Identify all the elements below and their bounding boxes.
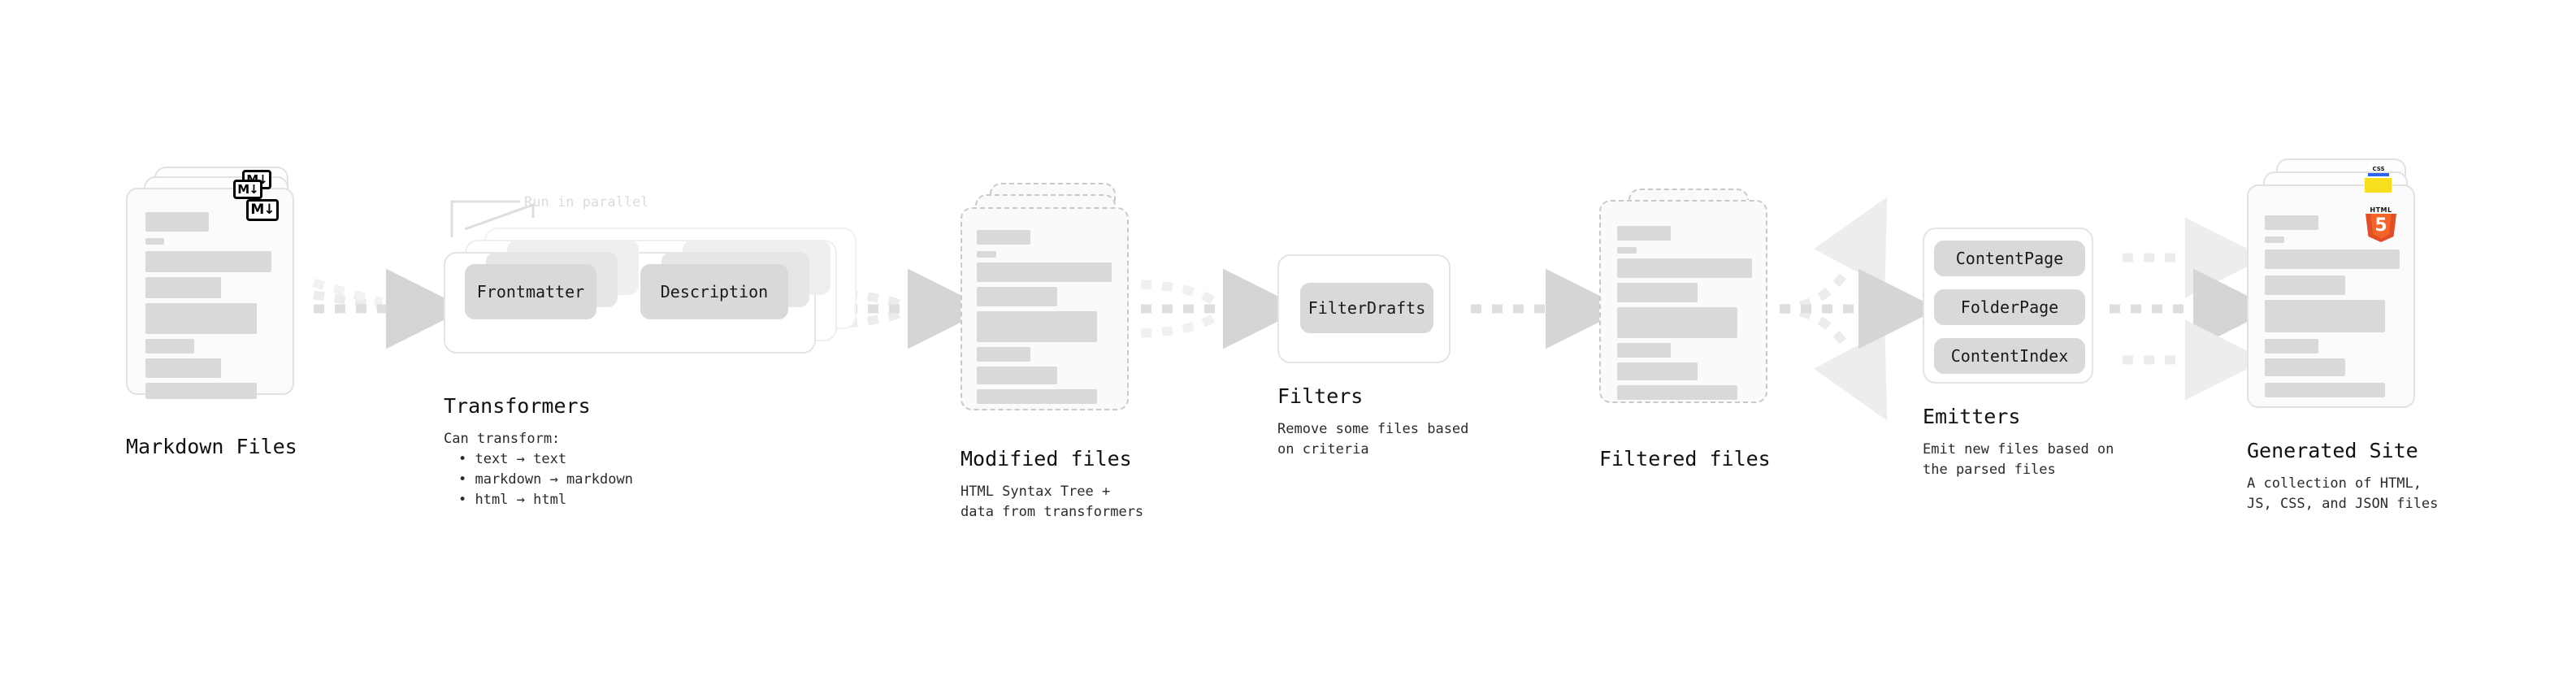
skeleton-line	[2265, 300, 2385, 332]
connector-markdown-to-transformers	[312, 268, 466, 349]
file-card-front	[1599, 200, 1767, 403]
skeleton-line	[1617, 226, 1671, 241]
transformers-bullet-0: • text → text	[458, 451, 567, 467]
skeleton-line	[977, 262, 1112, 282]
markdown-icon-label: M↓	[237, 181, 258, 197]
stage-title-markdown-files: Markdown Files	[126, 435, 297, 458]
html5-icon-number: 5	[2374, 215, 2387, 236]
stage-title-filters: Filters	[1277, 384, 1364, 408]
skeleton-line	[145, 238, 164, 245]
transformer-pill-frontmatter[interactable]: Frontmatter	[465, 264, 596, 319]
transformer-pill-description[interactable]: Description	[640, 264, 788, 319]
filter-pill-label: FilterDrafts	[1308, 298, 1426, 318]
stage-markdown-files: M↓ M↓ M↓ Markdown Files	[126, 167, 321, 458]
connector-filtered-to-emitters	[1779, 197, 1939, 421]
skeleton-line	[977, 311, 1097, 342]
markdown-icon: M↓	[246, 199, 279, 221]
html5-icon-label: HTML	[2370, 206, 2392, 214]
filters-group: FilterDrafts	[1277, 254, 1451, 363]
stage-modified-files: Modified files HTML Syntax Tree + data f…	[961, 183, 1147, 520]
skeleton-line	[145, 303, 257, 334]
connector-modified-to-filters	[1140, 268, 1303, 349]
transformers-bullet-2: • html → html	[458, 492, 567, 508]
markdown-icon-mid: M↓	[233, 180, 262, 199]
emitter-pill-contentindex[interactable]: ContentIndex	[1934, 338, 2085, 374]
run-in-parallel-label: Run in parallel	[524, 194, 649, 210]
transformer-pill-label: Description	[660, 282, 769, 301]
skeleton-line	[977, 287, 1057, 306]
skeleton-line	[2265, 383, 2385, 397]
file-card-front	[961, 207, 1129, 410]
emitters-group: ContentPage FolderPage ContentIndex	[1923, 228, 2093, 384]
css3-icon-bar	[2368, 173, 2389, 176]
skeleton-line	[1617, 258, 1752, 278]
skeleton-line	[2265, 339, 2318, 354]
markdown-icon-label: M↓	[250, 202, 275, 218]
skeleton-line	[2265, 358, 2345, 376]
generated-site-subtitle: A collection of HTML, JS, CSS, and JSON …	[2247, 475, 2439, 512]
css3-icon-label: CSS	[2372, 166, 2385, 172]
skeleton-line	[145, 339, 194, 354]
skeleton-line	[1617, 385, 1737, 400]
stage-title-filtered-files: Filtered files	[1599, 447, 1771, 471]
stage-generated-site: CSS HTML 5 Generated Site A collection o…	[2247, 158, 2450, 512]
emitter-pill-label: FolderPage	[1960, 297, 2059, 317]
modified-file-stack	[961, 183, 1147, 414]
emitter-pill-folderpage[interactable]: FolderPage	[1934, 289, 2085, 325]
connector-emitters-to-site	[2110, 217, 2274, 401]
emitter-pill-contentpage[interactable]: ContentPage	[1934, 241, 2085, 276]
generated-file-stack: CSS HTML 5	[2247, 158, 2450, 408]
file-card-front	[126, 188, 294, 399]
transformers-subtitle: Can transform:	[444, 431, 561, 447]
html5-icon-shield-inner	[2370, 214, 2392, 239]
skeleton-line	[1617, 283, 1698, 302]
skeleton-line	[977, 230, 1030, 245]
skeleton-line	[977, 251, 996, 258]
filtered-file-stack	[1599, 189, 1786, 420]
skeleton-line	[1617, 343, 1671, 358]
markdown-file-stack: M↓ M↓ M↓	[126, 167, 321, 399]
skeleton-line	[145, 383, 257, 399]
filters-subtitle: Remove some files based on criteria	[1277, 421, 1469, 458]
js-icon	[2365, 178, 2392, 193]
skeleton-line	[2265, 275, 2345, 295]
skeleton-line	[2265, 215, 2318, 230]
emitter-pill-label: ContentPage	[1955, 249, 2064, 268]
emitter-pill-label: ContentIndex	[1950, 346, 2069, 366]
skeleton-line	[145, 251, 271, 272]
filter-pill-filterdrafts[interactable]: FilterDrafts	[1300, 283, 1433, 333]
skeleton-line	[145, 277, 221, 298]
skeleton-line	[977, 367, 1057, 384]
skeleton-line	[145, 358, 221, 378]
stage-title-modified-files: Modified files	[961, 447, 1132, 471]
skeleton-line	[2265, 249, 2400, 269]
transformer-pill-label: Frontmatter	[476, 282, 585, 301]
skeleton-line	[1617, 247, 1637, 254]
skeleton-line	[2265, 236, 2284, 243]
emitters-subtitle: Emit new files based on the parsed files	[1923, 441, 2114, 478]
skeleton-line	[977, 389, 1097, 404]
stage-title-emitters: Emitters	[1923, 405, 2021, 428]
stage-title-generated-site: Generated Site	[2247, 439, 2418, 462]
skeleton-line	[1617, 307, 1737, 338]
stage-title-transformers: Transformers	[444, 394, 591, 418]
skeleton-line	[977, 347, 1030, 362]
skeleton-line	[145, 212, 209, 232]
transformers-bullet-1: • markdown → markdown	[458, 471, 633, 488]
css3-icon: CSS	[2368, 166, 2389, 176]
skeleton-line	[1617, 362, 1698, 380]
stage-filtered-files: Filtered files	[1599, 189, 1786, 471]
modified-files-subtitle: HTML Syntax Tree + data from transformer…	[961, 484, 1144, 520]
html5-icon: HTML 5	[2365, 206, 2397, 242]
